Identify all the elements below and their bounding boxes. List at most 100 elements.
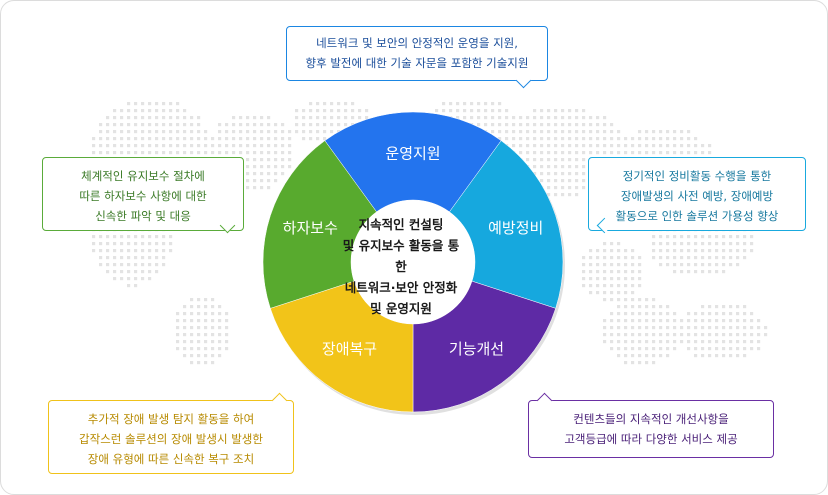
map-dot (225, 333, 229, 337)
map-dot (120, 109, 124, 113)
map-dot (225, 144, 229, 148)
map-dot (218, 137, 222, 141)
map-dot (141, 277, 145, 281)
map-dot (134, 249, 138, 253)
map-dot (568, 144, 572, 148)
map-dot (176, 151, 180, 155)
map-dot (589, 116, 593, 120)
map-dot (652, 333, 656, 337)
map-dot (547, 144, 551, 148)
map-dot (701, 144, 705, 148)
map-dot (743, 235, 747, 239)
map-dot (624, 249, 628, 253)
map-dot (645, 298, 649, 302)
map-dot (666, 256, 670, 260)
map-dot (162, 116, 166, 120)
map-dot (631, 312, 635, 316)
map-dot (134, 102, 138, 106)
map-dot (750, 340, 754, 344)
map-dot (617, 256, 621, 260)
map-dot (148, 263, 152, 267)
map-dot (477, 102, 481, 106)
map-dot (561, 116, 565, 120)
map-dot (533, 144, 537, 148)
map-dot (680, 256, 684, 260)
map-dot (610, 151, 614, 155)
map-dot (631, 326, 635, 330)
map-dot (554, 172, 558, 176)
map-dot (743, 312, 747, 316)
map-dot (169, 116, 173, 120)
map-dot (561, 158, 565, 162)
map-dot (288, 130, 292, 134)
map-dot (715, 312, 719, 316)
map-dot (351, 102, 355, 106)
map-dot (211, 151, 215, 155)
map-dot (687, 326, 691, 330)
map-dot (155, 249, 159, 253)
map-dot (575, 116, 579, 120)
map-dot (155, 242, 159, 246)
map-dot (596, 277, 600, 281)
map-dot (106, 270, 110, 274)
map-dot (757, 340, 761, 344)
map-dot (526, 144, 530, 148)
map-dot (603, 333, 607, 337)
map-dot (575, 179, 579, 183)
map-dot (533, 123, 537, 127)
map-dot (344, 116, 348, 120)
map-dot (701, 340, 705, 344)
map-dot (701, 256, 705, 260)
map-dot (568, 137, 572, 141)
map-dot (582, 116, 586, 120)
map-dot (505, 109, 509, 113)
map-dot (99, 256, 103, 260)
map-dot (92, 137, 96, 141)
map-dot (274, 151, 278, 155)
map-dot (554, 137, 558, 141)
map-dot (631, 298, 635, 302)
map-dot (659, 130, 663, 134)
map-dot (568, 151, 572, 155)
map-dot (568, 193, 572, 197)
map-dot (309, 102, 313, 106)
map-dot (743, 347, 747, 351)
map-dot (302, 130, 306, 134)
map-dot (575, 130, 579, 134)
map-dot (239, 116, 243, 120)
map-dot (736, 319, 740, 323)
map-dot (267, 179, 271, 183)
map-dot (701, 305, 705, 309)
map-dot (162, 256, 166, 260)
map-dot (694, 235, 698, 239)
map-dot (638, 347, 642, 351)
map-dot (582, 179, 586, 183)
map-dot (638, 270, 642, 274)
map-dot (603, 137, 607, 141)
map-dot (610, 284, 614, 288)
map-dot (736, 333, 740, 337)
map-dot (547, 116, 551, 120)
map-dot (204, 354, 208, 358)
map-dot (687, 130, 691, 134)
map-dot (232, 151, 236, 155)
map-dot (666, 263, 670, 267)
map-dot (253, 151, 257, 155)
map-dot (197, 144, 201, 148)
map-dot (582, 172, 586, 176)
map-dot (652, 130, 656, 134)
map-dot (316, 123, 320, 127)
map-dot (561, 151, 565, 155)
map-dot (617, 284, 621, 288)
map-dot (148, 144, 152, 148)
map-dot (603, 242, 607, 246)
wheel-label-improve: 기능개선 (449, 340, 504, 358)
map-dot (722, 354, 726, 358)
map-dot (631, 291, 635, 295)
map-dot (127, 256, 131, 260)
map-dot (512, 137, 516, 141)
map-dot (120, 249, 124, 253)
map-dot (148, 270, 152, 274)
map-dot (225, 123, 229, 127)
map-dot (456, 102, 460, 106)
